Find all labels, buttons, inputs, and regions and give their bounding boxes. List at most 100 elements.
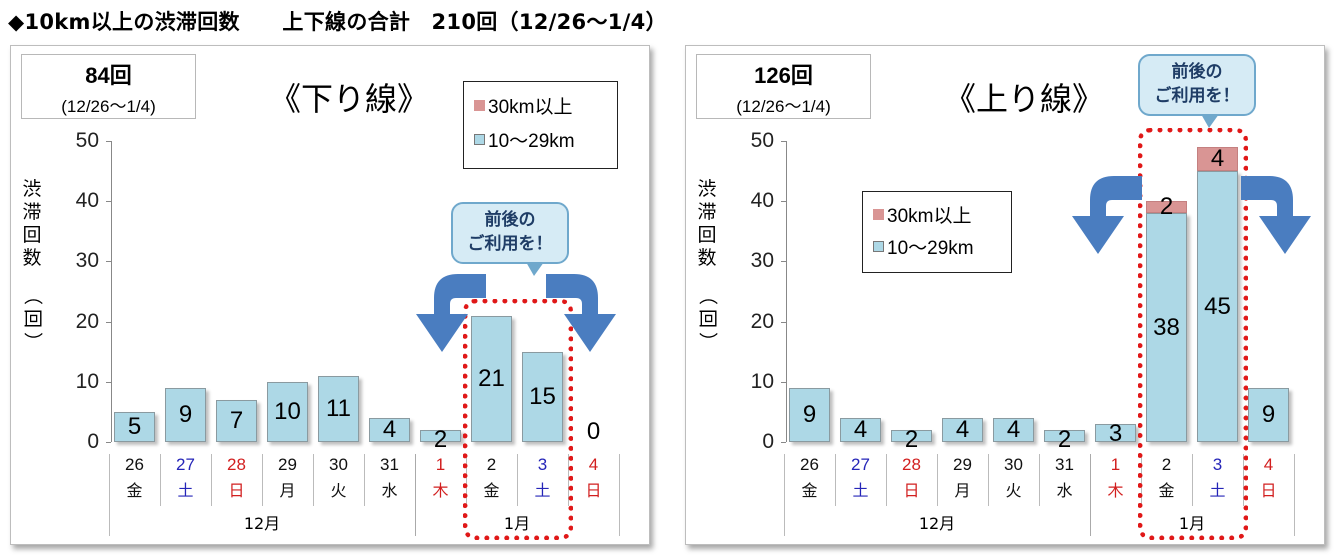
y-tick-label: 10 bbox=[750, 369, 774, 393]
x-weekday: 木 bbox=[1107, 481, 1124, 500]
x-weekday: 水 bbox=[1056, 481, 1073, 500]
total-range: (12/26～1/4) bbox=[61, 97, 156, 116]
x-day: 28 bbox=[227, 455, 246, 474]
x-day: 30 bbox=[329, 455, 348, 474]
chart-title: 《上り線》 bbox=[944, 80, 1105, 118]
bar-10-29km bbox=[1248, 387, 1289, 442]
x-weekday: 火 bbox=[330, 481, 347, 500]
y-tick-label: 0 bbox=[87, 430, 99, 453]
x-weekday: 日 bbox=[1260, 481, 1277, 500]
x-separator bbox=[1192, 454, 1193, 506]
highlight-box bbox=[1138, 128, 1248, 540]
curved-arrow-right-icon bbox=[546, 274, 616, 352]
y-tick-label: 20 bbox=[75, 309, 99, 333]
total-range: (12/26～1/4) bbox=[736, 97, 831, 116]
bar-10-29km bbox=[369, 417, 410, 442]
bar-10-29km bbox=[1197, 171, 1238, 442]
chart-panel-up: 126回 (12/26～1/4) 《上り線》 30km以上 10～29km 50… bbox=[685, 45, 1325, 545]
bar-value-label: 7 bbox=[229, 406, 244, 434]
x-weekday: 土 bbox=[534, 481, 551, 500]
x-day: 26 bbox=[800, 455, 819, 474]
bar-value-label: 38 bbox=[1153, 313, 1180, 341]
y-tick-mark bbox=[781, 141, 786, 142]
x-separator bbox=[886, 454, 887, 506]
y-axis-label-char: 数 bbox=[697, 247, 717, 269]
legend-label: 10～29km bbox=[488, 130, 575, 152]
bar-10-29km bbox=[1044, 429, 1085, 442]
swatch-10-29-icon bbox=[474, 133, 485, 145]
x-weekday: 土 bbox=[852, 481, 869, 500]
x-weekday: 月 bbox=[279, 481, 296, 500]
y-tick-label: 10 bbox=[75, 369, 99, 393]
curved-arrow-right-icon bbox=[1241, 176, 1311, 254]
callout-bubble: 前後のご利用を！ bbox=[451, 202, 569, 264]
bar-10-29km bbox=[318, 375, 359, 442]
y-tick-mark bbox=[781, 381, 786, 383]
month-label-jan: 1月 bbox=[1178, 514, 1206, 533]
x-separator bbox=[262, 454, 263, 506]
y-tick-label: 50 bbox=[75, 129, 99, 152]
y-tick-mark bbox=[106, 442, 111, 443]
total-box: 84回 (12/26～1/4) bbox=[21, 54, 196, 119]
callout-line2: ご利用を！ bbox=[467, 234, 553, 254]
total-box: 126回 (12/26～1/4) bbox=[696, 54, 871, 119]
x-weekday: 木 bbox=[432, 481, 449, 500]
legend-label: 30km以上 bbox=[887, 205, 972, 227]
callout-line1: 前後の bbox=[484, 210, 536, 230]
swatch-10-29-icon bbox=[873, 240, 884, 252]
callout-tail bbox=[1201, 114, 1219, 128]
legend: 30km以上 10～29km bbox=[463, 81, 618, 169]
bar-10-29km bbox=[840, 417, 881, 442]
swatch-30plus-icon bbox=[873, 208, 884, 220]
bar-30km-plus bbox=[1197, 147, 1238, 172]
bar-value-label: 15 bbox=[529, 382, 556, 410]
x-day: 3 bbox=[1212, 455, 1223, 474]
x-separator bbox=[988, 454, 989, 506]
month-label-jan: 1月 bbox=[503, 514, 531, 533]
x-separator bbox=[364, 454, 365, 506]
x-separator bbox=[1039, 454, 1040, 506]
legend-label: 30km以上 bbox=[488, 96, 573, 118]
bar-value-label: 4 bbox=[853, 415, 868, 443]
swatch-30plus-icon bbox=[474, 99, 485, 111]
x-weekday: 日 bbox=[585, 481, 602, 500]
x-separator bbox=[109, 454, 110, 536]
legend-item-10-29: 10～29km bbox=[474, 122, 607, 156]
y-axis-line bbox=[786, 141, 787, 442]
x-day: 1 bbox=[1110, 455, 1121, 474]
callout-line2: ご利用を！ bbox=[1154, 86, 1240, 106]
y-axis-label-char: 渋 bbox=[22, 178, 42, 200]
x-separator bbox=[517, 454, 518, 506]
x-day: 31 bbox=[1055, 455, 1074, 474]
x-day: 3 bbox=[537, 455, 548, 474]
callout-bubble: 前後のご利用を！ bbox=[1138, 54, 1256, 116]
x-category-label: 31 水 bbox=[1039, 452, 1090, 504]
y-tick-label: 40 bbox=[75, 189, 99, 213]
x-weekday: 金 bbox=[483, 481, 500, 500]
bar-value-label: 2 bbox=[904, 426, 919, 453]
y-tick-mark bbox=[781, 201, 786, 203]
x-day: 29 bbox=[953, 455, 972, 474]
bar-value-label: 2 bbox=[1057, 426, 1072, 453]
y-axis-label-char: 回 bbox=[697, 224, 717, 246]
bar-value-label: 9 bbox=[802, 400, 817, 428]
x-separator bbox=[1294, 454, 1295, 536]
bar-10-29km bbox=[993, 417, 1034, 442]
y-tick-label: 40 bbox=[750, 189, 774, 213]
x-separator bbox=[619, 454, 620, 536]
y-axis-label-char: 回 bbox=[696, 308, 719, 328]
x-day: 2 bbox=[1161, 455, 1172, 474]
x-category-label: 30 火 bbox=[313, 452, 364, 504]
x-weekday: 日 bbox=[228, 481, 245, 500]
y-axis-label-char: ） bbox=[21, 331, 44, 351]
